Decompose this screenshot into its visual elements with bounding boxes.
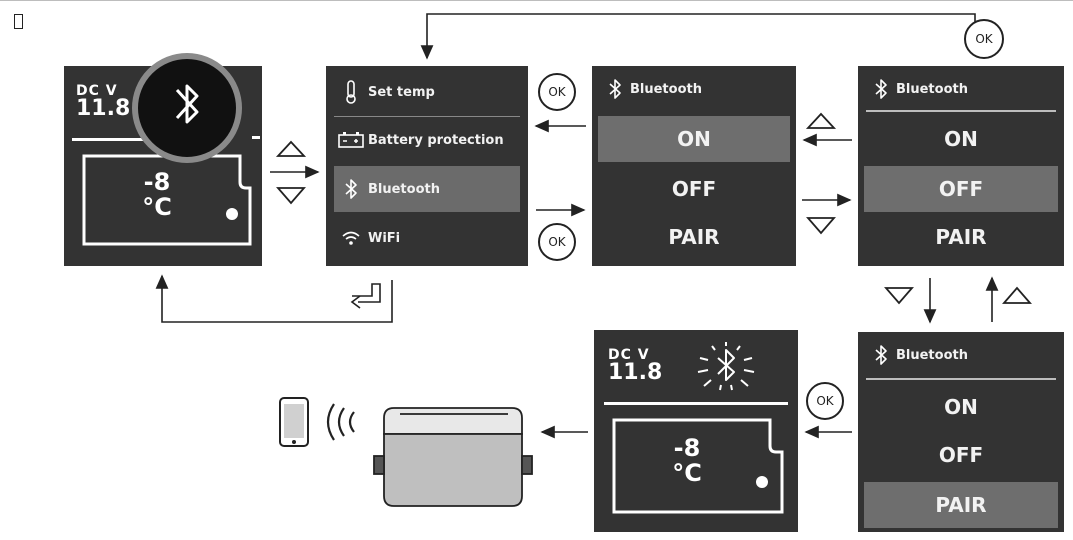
menu-item-label: Battery protection xyxy=(368,132,504,148)
temperature-box: -8 °C xyxy=(80,152,258,248)
up-triangle-icon xyxy=(805,112,837,129)
menu-screen-panel: Set temp Battery protection Bluetooth Wi… xyxy=(326,66,528,266)
menu-item-label: WiFi xyxy=(368,230,401,246)
ok-label: OK xyxy=(975,32,993,46)
option-pair[interactable]: PAIR xyxy=(864,482,1058,528)
up-triangle-icon xyxy=(1002,286,1032,304)
down-triangle-icon xyxy=(276,187,306,205)
dcv-label: DC V xyxy=(608,347,650,363)
screen-header: Bluetooth xyxy=(866,340,968,370)
arrow-menu-back-home xyxy=(155,274,393,323)
divider-tick xyxy=(252,136,260,139)
bluetooth-icon xyxy=(334,178,368,200)
menu-item-label: Set temp xyxy=(368,84,435,100)
ok-button[interactable]: OK xyxy=(964,19,1004,59)
divider xyxy=(866,378,1056,380)
bluetooth-on-screen-panel: Bluetooth ON OFF PAIR xyxy=(592,66,796,266)
temperature-value: -8 xyxy=(673,434,701,462)
wifi-icon xyxy=(334,230,368,246)
header-label: Bluetooth xyxy=(896,81,968,97)
thermometer-icon xyxy=(334,80,368,104)
bluetooth-blinking-icon xyxy=(697,342,755,391)
ok-button[interactable]: OK xyxy=(806,382,844,420)
option-off[interactable]: OFF xyxy=(671,177,717,201)
down-triangle-icon xyxy=(884,287,914,305)
down-triangle-icon xyxy=(806,217,836,235)
arrow-ok-to-menu xyxy=(420,13,976,60)
voltage-value: 11.8 xyxy=(608,360,663,385)
screen-header: Bluetooth xyxy=(866,74,968,104)
divider xyxy=(334,116,520,117)
bluetooth-icon xyxy=(600,78,630,100)
signal-waves-icon xyxy=(326,403,355,441)
temperature-unit: °C xyxy=(142,193,172,222)
pairing-voltage-readout: DC V 11.8 xyxy=(608,348,662,384)
menu-item-wifi[interactable]: WiFi xyxy=(334,218,520,258)
divider xyxy=(866,110,1056,112)
bluetooth-off-screen-panel: Bluetooth ON OFF PAIR xyxy=(858,66,1064,266)
option-on[interactable]: ON xyxy=(598,116,790,162)
option-on[interactable]: ON xyxy=(944,127,978,151)
pairing-screen-panel: DC V 11.8 -8 °C xyxy=(594,330,798,532)
temperature-box: -8 °C xyxy=(610,416,788,516)
option-on[interactable]: ON xyxy=(944,395,978,419)
ok-button[interactable]: OK xyxy=(538,223,576,261)
portable-fridge-icon xyxy=(373,407,533,507)
temperature-frame-icon xyxy=(82,154,252,246)
bluetooth-icon xyxy=(866,344,896,366)
header-label: Bluetooth xyxy=(896,347,968,363)
divider xyxy=(604,402,788,405)
ok-button[interactable]: OK xyxy=(538,73,576,111)
placeholder-glyph-icon xyxy=(14,14,23,29)
menu-item-bluetooth[interactable]: Bluetooth xyxy=(334,166,520,212)
battery-icon xyxy=(334,132,368,148)
temperature-value: -8 xyxy=(143,168,171,196)
top-border xyxy=(0,0,1073,1)
bluetooth-pair-screen-panel: Bluetooth ON OFF PAIR xyxy=(858,332,1064,532)
option-pair[interactable]: PAIR xyxy=(668,225,720,249)
option-off[interactable]: OFF xyxy=(938,443,984,467)
temperature-unit: °C xyxy=(672,459,702,488)
ok-label: OK xyxy=(816,394,834,408)
smartphone-icon xyxy=(279,397,309,447)
voltage-value: 11.8 xyxy=(76,96,131,121)
dcv-label: DC V xyxy=(76,83,118,99)
menu-item-set-temp[interactable]: Set temp xyxy=(334,72,520,112)
home-voltage-readout: DC V 11.8 xyxy=(76,84,130,120)
screen-header: Bluetooth xyxy=(600,74,702,104)
ok-label: OK xyxy=(548,85,566,99)
bluetooth-icon xyxy=(866,78,896,100)
menu-item-label: Bluetooth xyxy=(368,181,440,197)
menu-item-battery-protection[interactable]: Battery protection xyxy=(334,120,520,160)
ok-label: OK xyxy=(548,235,566,249)
temperature-frame-icon xyxy=(612,418,784,514)
return-icon xyxy=(350,283,381,309)
option-pair[interactable]: PAIR xyxy=(935,225,987,249)
option-off[interactable]: OFF xyxy=(864,166,1058,212)
header-label: Bluetooth xyxy=(630,81,702,97)
up-triangle-icon xyxy=(275,140,307,157)
